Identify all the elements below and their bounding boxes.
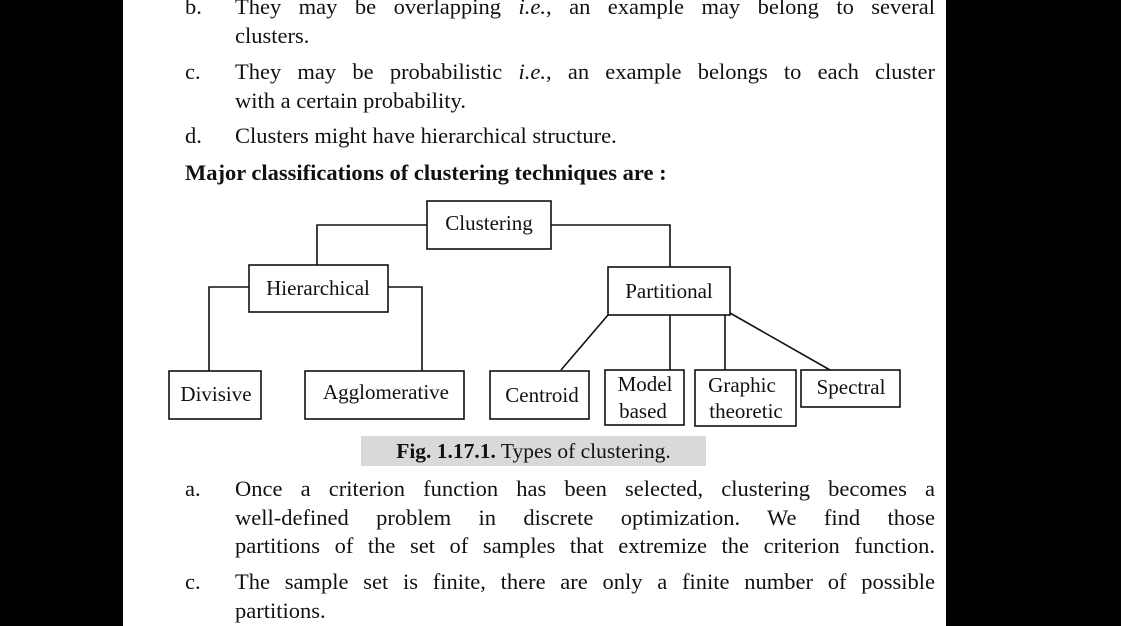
- list-label: c.: [185, 59, 201, 84]
- node-box-partitional: [607, 266, 731, 316]
- node-partitional: Partitional: [625, 279, 713, 303]
- node-graphic-line1: Graphic: [708, 373, 776, 397]
- list-text-line: Once a criterion function has been selec…: [235, 476, 935, 501]
- node-clustering: Clustering: [445, 211, 533, 235]
- node-spectral: Spectral: [817, 375, 886, 399]
- node-box-hierarchical: [248, 264, 389, 313]
- node-agglomerative: Agglomerative: [323, 380, 449, 404]
- connector-root-hierarchical: [316, 224, 427, 265]
- diagram-connectors: [208, 224, 831, 371]
- figure-number: Fig. 1.17.1.: [396, 439, 496, 463]
- document-page: [123, 0, 946, 626]
- list-label: a.: [185, 476, 201, 501]
- list-text-line: partitions.: [235, 597, 326, 623]
- list-text-line: The sample set is finite, there are only…: [235, 569, 935, 594]
- figure-caption-text: Types of clustering.: [495, 439, 671, 463]
- list-text-line: They may be probabilistic i.e., an examp…: [235, 59, 935, 84]
- node-box-graphic-theoretic: [694, 369, 797, 427]
- node-centroid: Centroid: [505, 383, 579, 407]
- list-text-line: with a certain probability.: [235, 87, 466, 113]
- connector-partitional-spectral: [729, 312, 831, 371]
- node-box-spectral: [800, 369, 901, 408]
- connector-partitional-centroid: [560, 314, 609, 371]
- list-label: d.: [185, 123, 202, 148]
- node-box-divisive: [168, 370, 262, 420]
- list-label: b.: [185, 0, 202, 19]
- node-box-centroid: [489, 370, 590, 420]
- node-hierarchical: Hierarchical: [266, 276, 370, 300]
- node-box-model-based: [604, 369, 685, 426]
- connector-hierarchical-agglomerative: [388, 286, 423, 371]
- connector-hierarchical-divisive: [208, 286, 249, 371]
- node-model-line1: Model: [618, 372, 673, 396]
- list-text-line: They may be overlapping i.e., an example…: [235, 0, 935, 19]
- page-right-border: [946, 0, 948, 626]
- figure-caption: Fig. 1.17.1. Types of clustering.: [361, 436, 706, 466]
- list-label: c.: [185, 569, 201, 594]
- node-graphic-line2: theoretic: [709, 399, 782, 423]
- list-text-line: Clusters might have hierarchical structu…: [235, 123, 617, 148]
- page-left-border: [120, 0, 122, 626]
- node-divisive: Divisive: [180, 382, 251, 406]
- section-heading: Major classifications of clustering tech…: [185, 160, 667, 185]
- connector-root-partitional: [551, 224, 671, 267]
- node-box-agglomerative: [304, 370, 465, 420]
- node-box-clustering: [426, 200, 552, 250]
- node-model-line2: based: [619, 399, 667, 423]
- list-text-line: well-defined problem in discrete optimiz…: [235, 504, 935, 530]
- list-text-line: clusters.: [235, 22, 310, 48]
- list-text-line: partitions of the set of samples that ex…: [235, 533, 935, 558]
